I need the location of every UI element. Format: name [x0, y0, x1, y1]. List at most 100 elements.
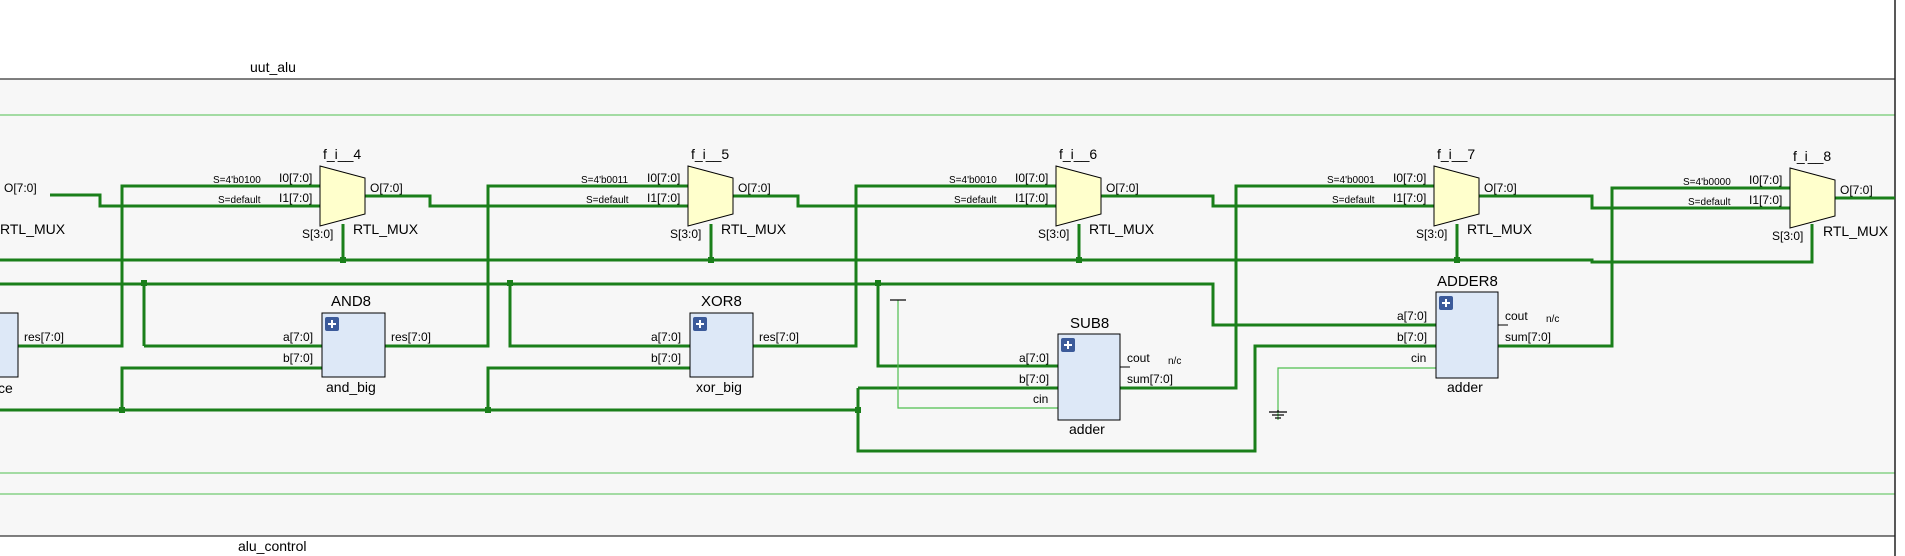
block-port-a: a[7:0]: [651, 330, 681, 344]
mux-f-i-4[interactable]: f_i__4 S=4'b0100 S=default I0[7:0] I1[7:…: [213, 146, 419, 241]
mux-f-i-7[interactable]: f_i__7 S=4'b0001 S=default I0[7:0] I1[7:…: [1327, 146, 1533, 241]
wire-b-xor[interactable]: [486, 366, 690, 410]
wire-mux3-to-mux4[interactable]: [50, 193, 320, 208]
mux-f-i-5[interactable]: f_i__5 S=4'b0011 S=default I0[7:0] I1[7:…: [581, 146, 787, 241]
mux-body[interactable]: [319, 165, 366, 227]
block-sub8[interactable]: SUB8 a[7:0] b[7:0] cin cout n/c sum[7:0]…: [1019, 315, 1181, 437]
mux-port-o: O[7:0]: [1484, 181, 1517, 195]
mux-body[interactable]: [1055, 165, 1102, 227]
block-partial-left[interactable]: res[7:0] ce: [0, 312, 64, 396]
junction-dot: [507, 280, 513, 286]
wire-adder-cin-tie[interactable]: [1277, 367, 1436, 420]
mux-type-label: RTL_MUX: [721, 221, 787, 237]
mux-port-o: O[7:0]: [1106, 181, 1139, 195]
mux-port-i0: I0[7:0]: [647, 171, 680, 185]
ground-icon: [1269, 410, 1287, 419]
wire-adder-sum-to-mux8[interactable]: [1498, 186, 1790, 348]
block-port-sum: sum[7:0]: [1127, 372, 1173, 386]
block-port-b: b[7:0]: [283, 351, 313, 365]
mux-body[interactable]: [1433, 165, 1480, 227]
block-type-title: ADDER8: [1437, 273, 1498, 290]
plus-expand-icon[interactable]: [1439, 296, 1453, 310]
plus-expand-icon[interactable]: [693, 317, 707, 331]
mux-type-label: RTL_MUX: [1823, 223, 1889, 239]
block-port-cin: cin: [1033, 392, 1048, 406]
mux-port-i1: I1[7:0]: [647, 191, 680, 205]
wire-a-adder[interactable]: [878, 282, 1436, 327]
wire-xor-res-to-mux6[interactable]: [753, 184, 1056, 348]
mux-port-i1: I1[7:0]: [279, 191, 312, 205]
mux-type-label: RTL_MUX: [1089, 221, 1155, 237]
block-and8[interactable]: AND8 a[7:0] b[7:0] res[7:0] and_big: [283, 293, 431, 395]
mux-body[interactable]: [687, 165, 734, 227]
junction-dot: [119, 407, 125, 413]
block-body[interactable]: [689, 312, 754, 378]
mux-f-i-8[interactable]: f_i__8 S=4'b0000 S=default I0[7:0] I1[7:…: [1683, 148, 1889, 243]
mux-f-i-6[interactable]: f_i__6 S=4'b0010 S=default I0[7:0] I1[7:…: [949, 146, 1155, 241]
block-instance-name: and_big: [326, 379, 376, 395]
junction-dot: [855, 407, 861, 413]
wire-and-res-to-mux5[interactable]: [385, 184, 688, 348]
wire-mux6-to-mux7[interactable]: [1101, 194, 1434, 208]
mux-sel-value-1: S=default: [218, 195, 261, 206]
wire-mux7-to-mux8[interactable]: [1479, 194, 1790, 210]
mux-type-label: RTL_MUX: [1467, 221, 1533, 237]
block-type-title: SUB8: [1070, 315, 1109, 332]
mux-instance-name: f_i__7: [1437, 146, 1475, 162]
block-port-a: a[7:0]: [1019, 351, 1049, 365]
mux-sel-value-1: S=default: [586, 195, 629, 206]
mux-sel-value-0: S=4'b0100: [213, 175, 261, 186]
block-type-title: AND8: [331, 293, 371, 310]
net-wires: [0, 184, 1895, 453]
block-instance-name: adder: [1069, 421, 1105, 437]
mux-instance-name: f_i__6: [1059, 146, 1097, 162]
mux-instance-name: f_i__8: [1793, 148, 1831, 164]
block-port-a: a[7:0]: [283, 330, 313, 344]
mux-port-o: O[7:0]: [370, 181, 403, 195]
mux-out-label: O[7:0]: [4, 181, 37, 195]
wire-select-bus[interactable]: [0, 224, 1814, 264]
wire-b-and[interactable]: [120, 366, 322, 410]
block-port-res: res[7:0]: [391, 330, 431, 344]
thin-nets: [897, 300, 1436, 420]
wire-mux5-to-mux6[interactable]: [733, 194, 1056, 208]
wire-sub-cin-tie[interactable]: [897, 300, 1058, 409]
block-body[interactable]: [0, 312, 19, 378]
mux-port-o: O[7:0]: [738, 181, 771, 195]
mux-sel-value-0: S=4'b0001: [1327, 175, 1375, 186]
mux-port-s: S[3:0]: [302, 227, 333, 241]
wire-ce-res-to-mux4[interactable]: [18, 184, 320, 348]
hierarchy-box-uut-alu: [0, 79, 1895, 536]
wire-a-sub[interactable]: [876, 282, 1058, 368]
wire-b-adder[interactable]: [856, 344, 1436, 453]
mux-instance-name: f_i__4: [323, 146, 361, 162]
mux-body[interactable]: [1789, 167, 1836, 229]
mux-port-i1: I1[7:0]: [1393, 191, 1426, 205]
mux-instance-name: f_i__5: [691, 146, 729, 162]
junction-dot: [141, 280, 147, 286]
plus-expand-icon[interactable]: [325, 317, 339, 331]
block-port-b: b[7:0]: [1019, 372, 1049, 386]
block-xor8[interactable]: XOR8 a[7:0] b[7:0] res[7:0] xor_big: [651, 293, 799, 395]
wire-sub-sum-to-mux7[interactable]: [1120, 184, 1434, 390]
mux-port-i0: I0[7:0]: [1015, 171, 1048, 185]
mux-sel-value-1: S=default: [954, 195, 997, 206]
block-instance-name: adder: [1447, 379, 1483, 395]
junction-dot: [340, 257, 346, 263]
wire-a-xor[interactable]: [508, 282, 690, 348]
mux-sel-value-0: S=4'b0011: [581, 175, 628, 186]
mux-port-i0: I0[7:0]: [279, 171, 312, 185]
block-port-b: b[7:0]: [1397, 330, 1427, 344]
block-port-cout: cout: [1505, 309, 1528, 323]
mux-sel-value-0: S=4'b0010: [949, 175, 997, 186]
wire-mux4-to-mux5[interactable]: [365, 194, 688, 208]
mux-port-s: S[3:0]: [670, 227, 701, 241]
mux-port-i0: I0[7:0]: [1749, 173, 1782, 187]
mux-sel-value-0: S=4'b0000: [1683, 177, 1731, 188]
mux-sel-value-1: S=default: [1332, 195, 1375, 206]
block-adder8[interactable]: ADDER8 a[7:0] b[7:0] cin cout n/c sum[7:…: [1397, 273, 1559, 395]
mux-f-i-3[interactable]: O[7:0] RTL_MUX: [0, 181, 66, 237]
block-port-res: res[7:0]: [24, 330, 64, 344]
plus-expand-icon[interactable]: [1061, 338, 1075, 352]
